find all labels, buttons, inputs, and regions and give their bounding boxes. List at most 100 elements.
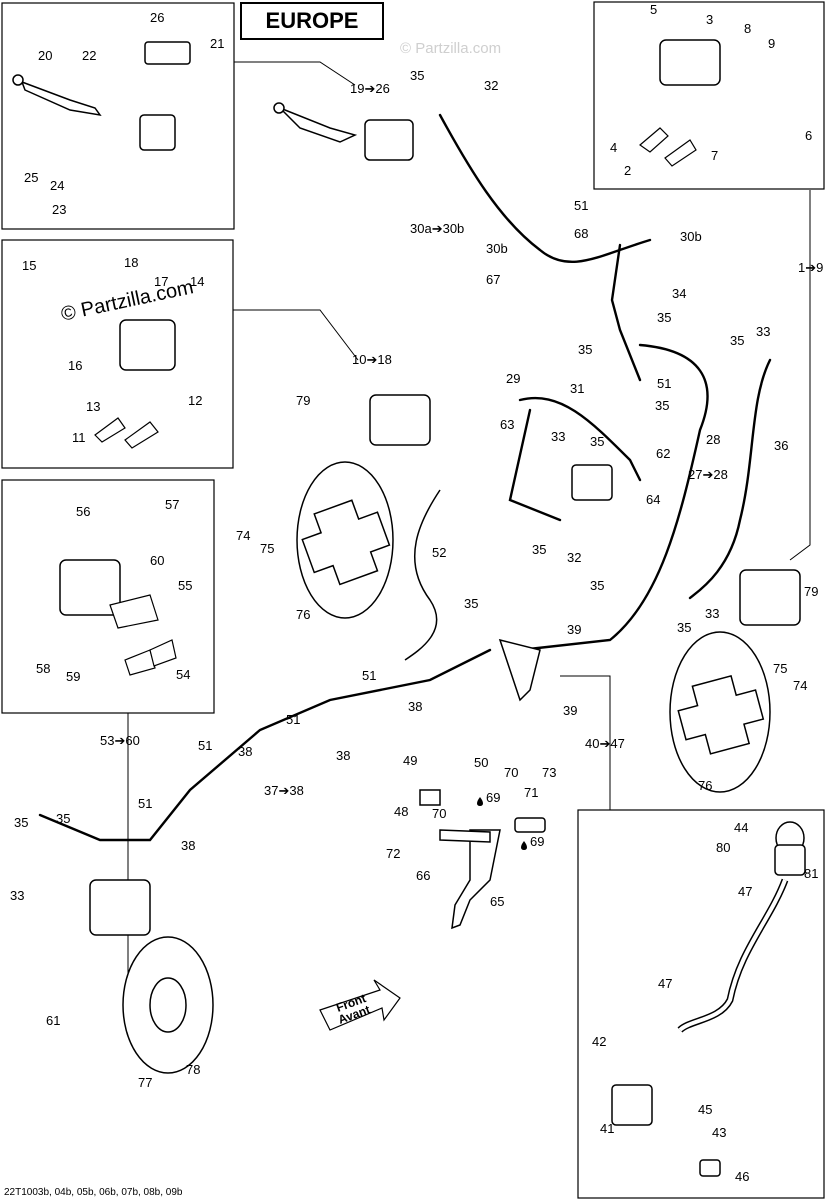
part-callout: 51 (286, 712, 300, 727)
part-callout: 35 (410, 68, 424, 83)
part-callout: 45 (698, 1102, 712, 1117)
part-callout: 69 (486, 790, 500, 805)
part-callout: 33 (551, 429, 565, 444)
front-direction-arrow: Front Avant (319, 979, 401, 1031)
part-callout: 50 (474, 755, 488, 770)
part-callout: 30a➔30b (410, 221, 464, 236)
part-callout: 48 (394, 804, 408, 819)
part-callout: 64 (646, 492, 660, 507)
part-callout: 17 (154, 274, 168, 289)
part-callout: 26 (150, 10, 164, 25)
part-callout: 46 (735, 1169, 749, 1184)
part-callout: 36 (774, 438, 788, 453)
part-callout: 79 (296, 393, 310, 408)
part-callout: 51 (657, 376, 671, 391)
proportioning-valve (571, 464, 613, 501)
part-callout: 65 (490, 894, 504, 909)
part-callout: 68 (574, 226, 588, 241)
part-callout: 33 (10, 888, 24, 903)
left-caliper-inset (59, 559, 121, 616)
part-callout: 51 (138, 796, 152, 811)
part-callout: 76 (698, 778, 712, 793)
part-callout: 77 (138, 1075, 152, 1090)
fluid-drop-icon (477, 797, 527, 850)
part-callout: 39 (567, 622, 581, 637)
part-callout: 19➔26 (350, 81, 390, 96)
part-callout: 75 (260, 541, 274, 556)
diagram-code: 22T1003b, 04b, 05b, 06b, 07b, 08b, 09b (4, 1187, 183, 1198)
part-callout: 35 (532, 542, 546, 557)
inset-front-caliper (1, 239, 234, 469)
part-callout: 7 (711, 148, 718, 163)
part-callout: 35 (657, 310, 671, 325)
part-callout: 5 (650, 2, 657, 17)
part-callout: 35 (14, 815, 28, 830)
part-callout: 67 (486, 272, 500, 287)
part-callout: 71 (524, 785, 538, 800)
rear-left-caliper (89, 879, 151, 936)
part-callout: 21 (210, 36, 224, 51)
part-callout: 37➔38 (264, 783, 304, 798)
part-callout: 69 (530, 834, 544, 849)
part-callout: 32 (567, 550, 581, 565)
part-callout: 52 (432, 545, 446, 560)
part-callout: 70 (504, 765, 518, 780)
part-callout: 18 (124, 255, 138, 270)
part-callout: 40➔47 (585, 736, 625, 751)
part-callout: 38 (336, 748, 350, 763)
part-callout: 73 (542, 765, 556, 780)
part-callout: 35 (590, 434, 604, 449)
part-callout: 41 (600, 1121, 614, 1136)
part-callout: 43 (712, 1125, 726, 1140)
part-callout: 49 (403, 753, 417, 768)
part-callout: 35 (655, 398, 669, 413)
part-callout: 30b (680, 229, 702, 244)
part-callout: 31 (570, 381, 584, 396)
page-title: EUROPE (240, 2, 384, 40)
inset-rear-caliper (593, 1, 825, 190)
inset-reservoir (577, 809, 825, 1199)
part-callout: 33 (705, 606, 719, 621)
part-callout: 76 (296, 607, 310, 622)
part-callout: 39 (563, 703, 577, 718)
part-callout: 12 (188, 393, 202, 408)
part-callout: 59 (66, 669, 80, 684)
part-callout: 74 (236, 528, 250, 543)
part-callout: 22 (82, 48, 96, 63)
rear-caliper-top (659, 39, 721, 86)
part-callout: 60 (150, 553, 164, 568)
part-callout: 42 (592, 1034, 606, 1049)
part-callout: 80 (716, 840, 730, 855)
part-callout: 15 (22, 258, 36, 273)
part-callout: 55 (178, 578, 192, 593)
part-callout: 38 (238, 744, 252, 759)
part-callout: 51 (574, 198, 588, 213)
part-callout: 35 (56, 811, 70, 826)
part-callout: 27➔28 (688, 467, 728, 482)
part-callout: 35 (464, 596, 478, 611)
part-callout: 61 (46, 1013, 60, 1028)
part-callout: 35 (677, 620, 691, 635)
part-callout: 51 (198, 738, 212, 753)
right-caliper (739, 569, 801, 626)
part-callout: 11 (72, 430, 86, 445)
part-callout: 58 (36, 661, 50, 676)
part-callout: 30b (486, 241, 508, 256)
part-callout: 54 (176, 667, 190, 682)
part-callout: 13 (86, 399, 100, 414)
watermark: © Partzilla.com (400, 40, 502, 57)
part-callout: 72 (386, 846, 400, 861)
part-callout: 25 (24, 170, 38, 185)
inset-handlebar-master (1, 2, 235, 230)
part-callout: 75 (773, 661, 787, 676)
part-callout: 20 (38, 48, 52, 63)
part-callout: 6 (805, 128, 812, 143)
part-callout: 47 (658, 976, 672, 991)
part-callout: 29 (506, 371, 520, 386)
part-callout: 44 (734, 820, 748, 835)
part-callout: 81 (804, 866, 818, 881)
part-callout: 23 (52, 202, 66, 217)
part-callout: 10➔18 (352, 352, 392, 367)
